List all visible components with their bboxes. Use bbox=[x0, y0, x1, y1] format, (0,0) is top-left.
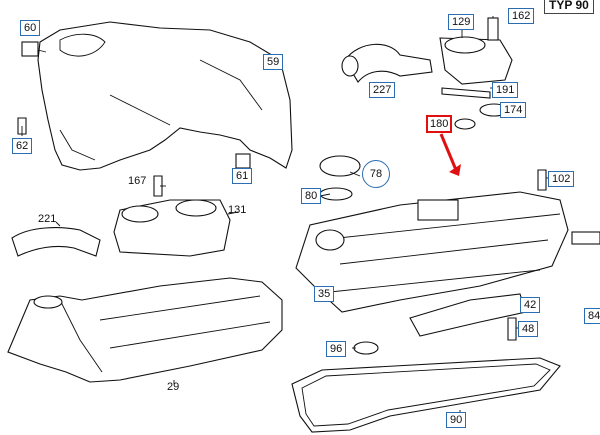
ring-96 bbox=[353, 341, 379, 355]
highlight-arrow bbox=[439, 133, 458, 171]
callout-174[interactable]: 174 bbox=[500, 102, 527, 118]
callout-191[interactable]: 191 bbox=[492, 82, 519, 98]
callout-129[interactable]: 129 bbox=[448, 14, 475, 30]
callout-84[interactable]: 84 bbox=[584, 308, 600, 324]
gasket-90 bbox=[291, 357, 561, 433]
engine-cover-59 bbox=[37, 21, 293, 171]
screw-167 bbox=[153, 175, 163, 197]
screw-48 bbox=[507, 317, 517, 341]
callout-80[interactable]: 80 bbox=[301, 188, 322, 204]
hose-227 bbox=[344, 43, 433, 83]
part-60 bbox=[21, 41, 39, 57]
callout-61[interactable]: 61 bbox=[232, 168, 253, 184]
type-label: TYP 90 bbox=[544, 0, 594, 14]
screw-102 bbox=[537, 169, 547, 191]
hose-221 bbox=[11, 227, 101, 257]
cylinder-head-cover-35 bbox=[295, 191, 569, 313]
label-131[interactable]: 131 bbox=[228, 204, 247, 216]
label-29[interactable]: 29 bbox=[167, 381, 180, 393]
callout-227[interactable]: 227 bbox=[369, 82, 396, 98]
callout-59[interactable]: 59 bbox=[263, 54, 284, 70]
callout-60[interactable]: 60 bbox=[20, 20, 41, 36]
callout-180-highlighted[interactable]: 180 bbox=[426, 115, 453, 133]
callout-35[interactable]: 35 bbox=[314, 286, 335, 302]
part-61 bbox=[235, 153, 251, 169]
label-221[interactable]: 221 bbox=[38, 213, 57, 225]
callout-78[interactable]: 78 bbox=[362, 160, 390, 188]
gasket-80 bbox=[319, 187, 353, 201]
rod-191 bbox=[441, 87, 491, 99]
callout-62[interactable]: 62 bbox=[12, 138, 33, 154]
callout-102[interactable]: 102 bbox=[548, 171, 575, 187]
callout-90[interactable]: 90 bbox=[446, 412, 467, 428]
callout-96[interactable]: 96 bbox=[326, 341, 347, 357]
callout-42[interactable]: 42 bbox=[520, 297, 541, 313]
label-167[interactable]: 167 bbox=[128, 175, 147, 187]
callout-162[interactable]: 162 bbox=[508, 8, 535, 24]
callout-48[interactable]: 48 bbox=[518, 321, 539, 337]
oil-cap-78 bbox=[319, 155, 361, 177]
ring-180 bbox=[454, 118, 476, 130]
cylinder-head-29 bbox=[7, 277, 283, 383]
